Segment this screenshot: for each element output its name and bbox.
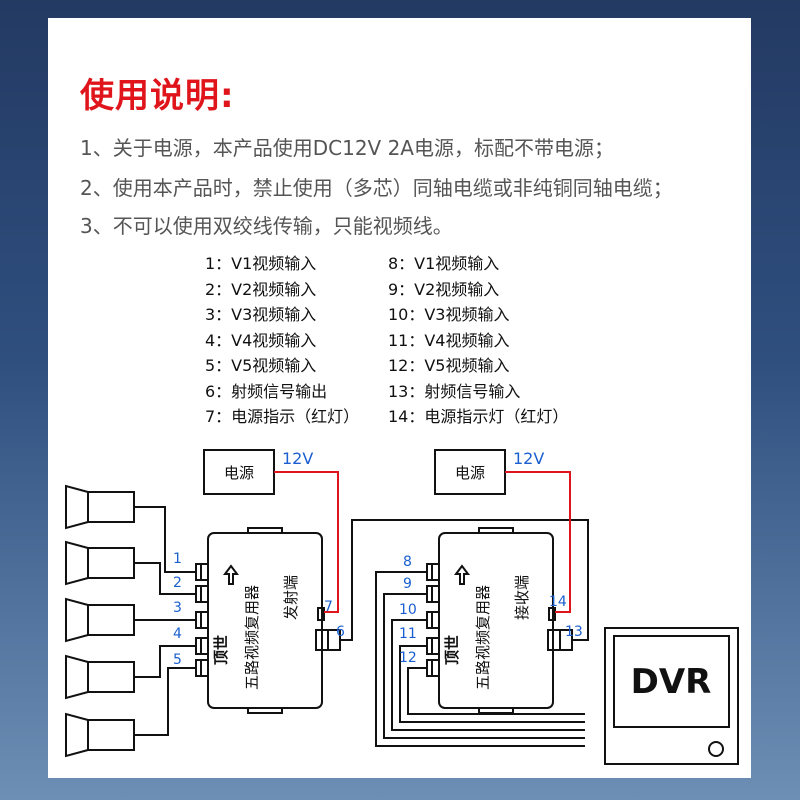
note-1: 1、关于电源，本产品使用DC12V 2A电源，标配不带电源； (80, 136, 614, 160)
bnc-port-icon (426, 585, 440, 603)
legend-item: 11：V4视频输入 (388, 330, 510, 350)
legend-item: 5：V5视频输入 (205, 356, 317, 375)
device-name-label: 五路视频复用器 (243, 585, 261, 690)
receiver-device (438, 532, 554, 709)
legend-transmitter: 1：V1视频输入 2：V2视频输入 3：V3视频输入 4：V4视频输入 5：V5… (205, 251, 359, 430)
up-arrow-icon (223, 564, 239, 585)
receiver-label: 接收端 (513, 575, 531, 620)
power-wire-tx (274, 471, 339, 613)
note-2: 2、使用本产品时，禁止使用（多芯）同轴电缆或非纯铜同轴电缆； (80, 176, 673, 200)
port-number: 8 (403, 554, 412, 570)
legend-item: 8：V1视频输入 (388, 254, 500, 273)
legend-item: 9：V2视频输入 (388, 279, 500, 299)
bnc-port-icon (426, 637, 440, 655)
legend-item: 10：V3视频输入 (388, 305, 510, 324)
brand-label: 顶世 (443, 635, 461, 665)
camera-icon (65, 712, 135, 758)
port-number: 5 (173, 652, 182, 668)
dvr-monitor (604, 627, 739, 765)
bnc-port-icon (195, 659, 209, 677)
camera-icon (65, 540, 135, 586)
legend-receiver: 8：V1视频输入 9：V2视频输入 10：V3视频输入 11：V4视频输入 12… (388, 251, 568, 430)
legend-item: 2：V2视频输入 (205, 279, 317, 299)
legend-item: 13：射频信号输入 (388, 381, 521, 401)
legend-item: 4：V4视频输入 (205, 330, 317, 350)
power-label: 电源 (224, 464, 254, 482)
power-led-tx (317, 607, 325, 621)
legend-item: 1：V1视频输入 (205, 254, 317, 273)
port-number: 1 (173, 551, 182, 567)
device-name-label: 五路视频复用器 (474, 585, 492, 690)
bnc-port-icon (195, 637, 209, 655)
voltage-label: 12V (513, 449, 544, 468)
power-wire-rx (505, 471, 571, 613)
up-arrow-icon (454, 564, 470, 585)
legend-item: 6：射频信号输出 (205, 381, 328, 401)
bnc-port-icon (195, 563, 209, 581)
camera-icon (65, 654, 135, 700)
legend-item: 14：电源指示灯（红灯） (388, 407, 569, 426)
bnc-port-icon (195, 585, 209, 603)
page-title: 使用说明: (80, 76, 235, 116)
camera-icon (65, 597, 135, 643)
brand-label: 顶世 (212, 635, 230, 665)
bnc-port-icon (195, 611, 209, 629)
port-number: 14 (549, 594, 567, 610)
port-number: 6 (336, 624, 345, 640)
power-led-rx (548, 607, 556, 621)
port-number: 12 (399, 650, 417, 666)
dvr-label: DVR (631, 662, 712, 702)
transmitter-label: 发射端 (282, 575, 300, 620)
camera-icon (65, 484, 135, 530)
power-label: 电源 (455, 464, 485, 482)
port-number: 13 (565, 624, 583, 640)
legend-item: 12：V5视频输入 (388, 356, 510, 375)
bnc-port-icon (426, 611, 440, 629)
note-3: 3、不可以使用双绞线传输，只能视频线。 (80, 214, 453, 238)
legend-item: 7：电源指示（红灯） (205, 407, 360, 426)
port-number: 11 (399, 626, 417, 642)
port-number: 4 (173, 626, 182, 642)
voltage-label: 12V (282, 449, 313, 468)
bnc-port-icon (426, 563, 440, 581)
port-number: 3 (173, 600, 182, 616)
transmitter-device (207, 532, 323, 709)
port-number: 9 (403, 576, 412, 592)
legend-item: 3：V3视频输入 (205, 305, 317, 324)
port-number: 10 (399, 602, 417, 618)
port-number: 2 (173, 575, 182, 591)
bnc-port-icon (426, 659, 440, 677)
port-number: 7 (324, 599, 333, 615)
